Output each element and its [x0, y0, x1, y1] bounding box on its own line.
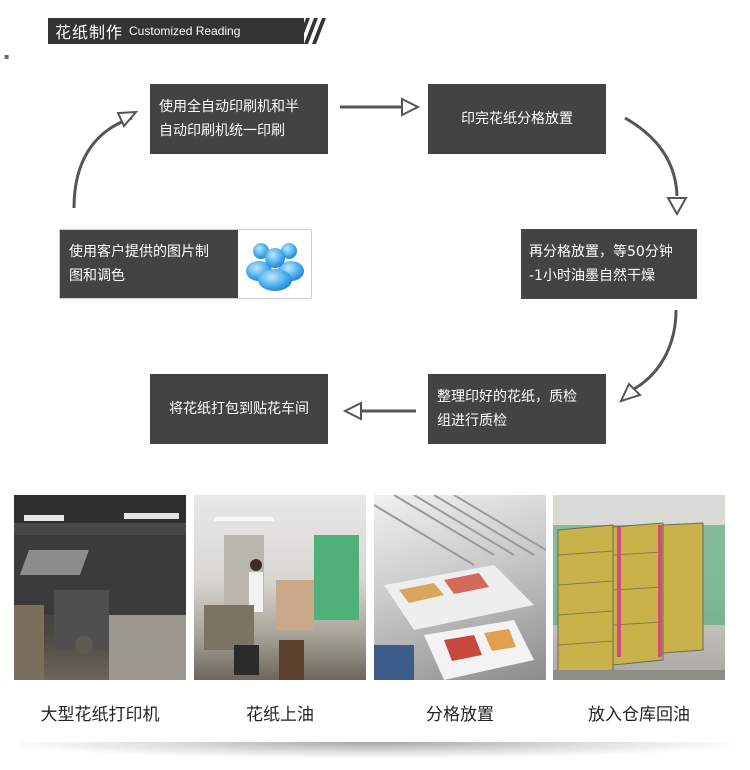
step-design-line2: 图和调色 — [69, 268, 125, 284]
step-printing-box: 使用全自动印刷机和半 自动印刷机统一印刷 — [150, 84, 328, 154]
arrowhead-3-4 — [619, 382, 642, 403]
photo-caption-warehouse: 放入仓库回油 — [588, 705, 690, 725]
header-title-zh: 花纸制作 — [55, 23, 124, 42]
photo-caption-sorting: 分格放置 — [426, 705, 494, 725]
users-icon — [245, 243, 304, 291]
bottom-shadow-divider — [20, 742, 730, 758]
arrow-2-3 — [624, 116, 679, 197]
step-sorting-box: 印完花纸分格放置 — [428, 84, 606, 154]
step-drying-line1: 再分格放置，等50分钟 — [529, 244, 673, 260]
step-design-box: 使用客户提供的图片制 图和调色 — [59, 229, 312, 299]
step-packing-box: 将花纸打包到贴花车间 — [150, 374, 328, 444]
step-drying-line2: -1小时油墨自然干燥 — [529, 268, 655, 284]
users-icon-panel — [238, 230, 311, 298]
dot-mark: ▪ — [4, 52, 10, 61]
step-packing-line1: 将花纸打包到贴花车间 — [169, 401, 309, 417]
arrowhead-0-1 — [116, 110, 139, 128]
step-design-line1: 使用客户提供的图片制 — [69, 244, 209, 260]
oiling-photo — [194, 495, 366, 680]
arrowhead-2-3 — [666, 197, 688, 217]
step-inspection-box: 整理印好的花纸，质检 组进行质检 — [428, 374, 606, 444]
arrowhead-1-2 — [401, 97, 421, 117]
warehouse-racks-photo — [553, 495, 725, 680]
arrowhead-4-5 — [342, 401, 362, 421]
printing-machine-photo — [14, 495, 186, 680]
step-inspection-line2: 组进行质检 — [437, 413, 507, 429]
arrow-0-1 — [72, 116, 133, 209]
header-title-en: Customized Reading — [129, 24, 241, 38]
arrow-3-4 — [631, 309, 678, 392]
header-stripes-decoration — [296, 18, 326, 44]
step-sorting-line1: 印完花纸分格放置 — [461, 111, 573, 127]
step-drying-box: 再分格放置，等50分钟 -1小时油墨自然干燥 — [521, 229, 697, 299]
step-printing-line2: 自动印刷机统一印刷 — [159, 123, 285, 139]
photo-caption-printer: 大型花纸打印机 — [40, 705, 160, 725]
section-header: 花纸制作 Customized Reading — [48, 18, 326, 44]
photo-caption-oiling: 花纸上油 — [246, 705, 314, 725]
step-printing-line1: 使用全自动印刷机和半 — [159, 99, 299, 115]
flow-arrows — [72, 97, 688, 421]
drying-rack-photo — [374, 495, 546, 680]
step-inspection-line1: 整理印好的花纸，质检 — [437, 389, 577, 405]
